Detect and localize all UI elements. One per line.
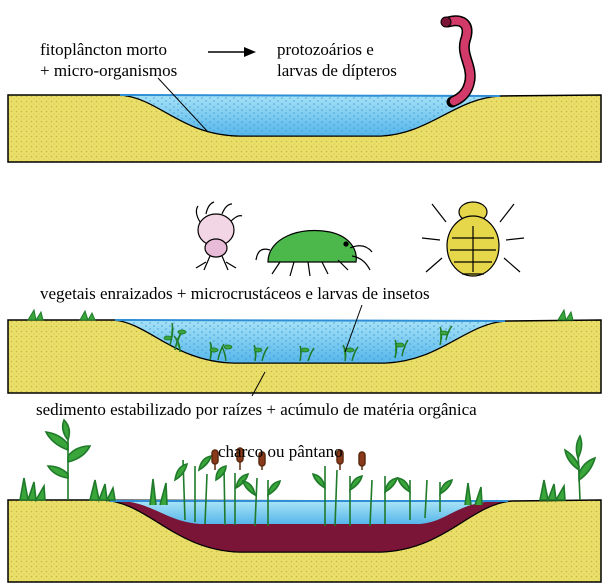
label-dead-phytoplankton: fitoplâncton morto [40,40,167,60]
label-microorganisms: + micro-organismos [40,61,177,81]
label-diptera-larvae: larvas de dípteros [277,61,397,81]
insect-larva-icon [422,202,524,276]
microcrustacean-icon [256,230,372,276]
plant-icon [28,310,573,320]
protozoan-icon [196,202,242,270]
label-sediment: sedimento estabilizado por raízes + acúm… [36,400,477,420]
stage-2-pond [8,305,601,396]
label-stage-2-caption: vegetais enraizados + microcrustáceos e … [40,284,430,304]
larva-icon [441,17,470,102]
label-protozoa: protozoários e [277,40,374,60]
stage-3-pond [8,500,601,582]
label-marsh: charco ou pântano [218,442,343,462]
